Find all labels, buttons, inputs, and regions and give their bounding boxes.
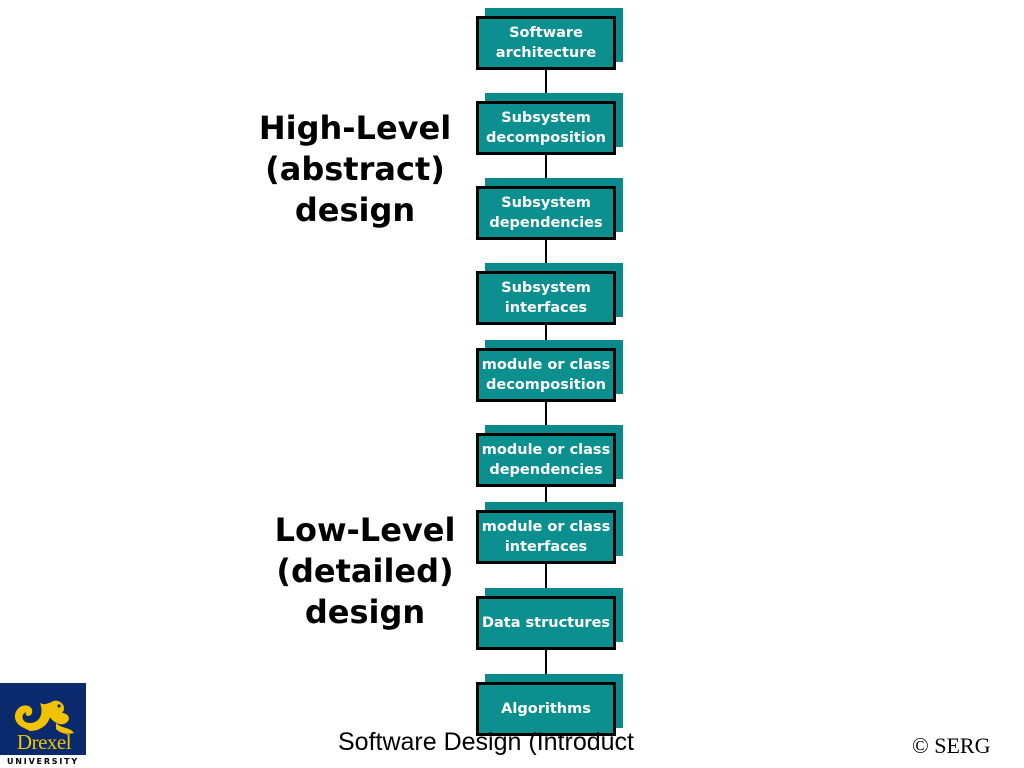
- flow-arrow-line: [545, 487, 547, 504]
- flow-step-box: module or class dependencies: [476, 433, 616, 487]
- low-level-design-heading: Low-Level (detailed) design: [274, 511, 456, 631]
- flow-step-box: Data structures: [476, 596, 616, 650]
- flow-arrow-line: [545, 155, 547, 180]
- flow-arrow-line: [545, 70, 547, 95]
- flow-step-box: module or class decomposition: [476, 348, 616, 402]
- copyright-notice: © SERG: [912, 733, 991, 758]
- flow-step-box: Algorithms: [476, 682, 616, 736]
- high-level-design-heading: High-Level (abstract) design: [258, 109, 452, 229]
- flow-arrow-line: [545, 240, 547, 265]
- flow-arrow-line: [545, 650, 547, 676]
- flow-step-box: Software architecture: [476, 16, 616, 70]
- dragon-icon: [14, 700, 74, 734]
- flow-step-box: module or class interfaces: [476, 510, 616, 564]
- footer-title: Software Design (Introduct: [338, 728, 634, 756]
- flow-step-box: Subsystem interfaces: [476, 271, 616, 325]
- logo-university-label: UNIVERSITY: [7, 757, 79, 766]
- flow-step-box: Subsystem decomposition: [476, 101, 616, 155]
- drexel-logo: [0, 683, 86, 768]
- flow-arrow-line: [545, 402, 547, 427]
- flow-arrow-line: [545, 564, 547, 590]
- logo-wordmark: Drexel: [16, 730, 72, 754]
- flow-step-box: Subsystem dependencies: [476, 186, 616, 240]
- flow-arrow-line: [545, 325, 547, 342]
